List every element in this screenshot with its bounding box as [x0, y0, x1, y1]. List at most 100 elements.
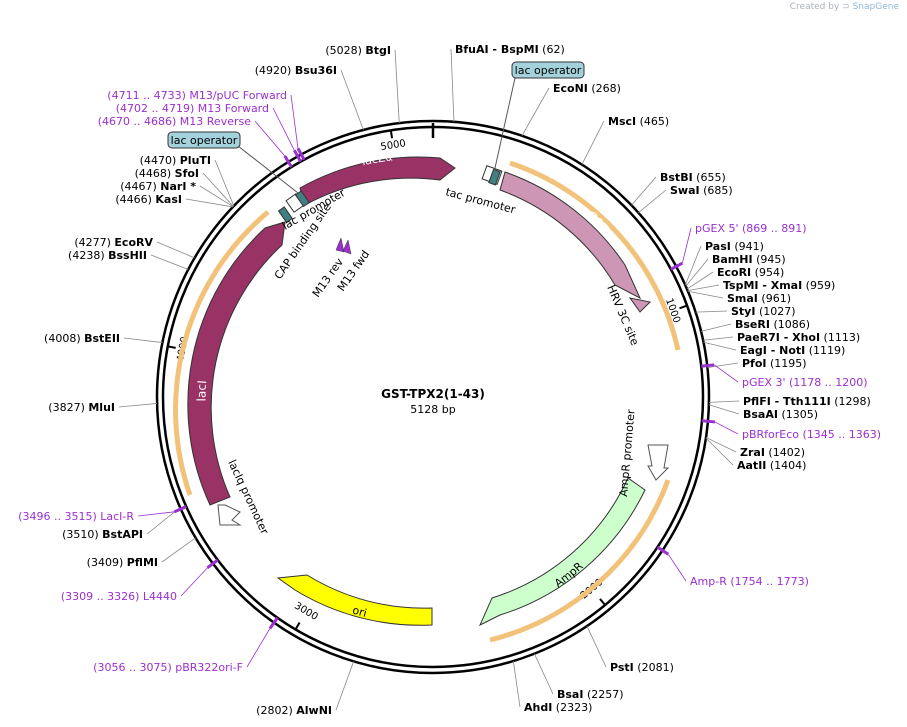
site-label-msci: MscI (465): [608, 115, 669, 128]
feature-laciq-promoter: [217, 504, 242, 526]
tick-mark: [167, 345, 176, 349]
tick-mark: [294, 621, 301, 630]
site-label-pfoi: PfoI (1195): [742, 357, 807, 370]
site-leader-line: [161, 537, 196, 563]
site-label-bstbi: BstBI (655): [660, 171, 726, 184]
tick-mark: [679, 304, 688, 310]
feature-cap-site: [277, 206, 293, 224]
primer-mark: [293, 149, 302, 163]
lac-operator-box-left-label: lac operator: [171, 134, 238, 147]
site-label-alwni: (2802) AlwNI: [256, 704, 332, 717]
site-label-ahdi: AhdI (2323): [524, 701, 592, 714]
primer-mark: [670, 261, 684, 271]
site-label-bsaai: BsaAI (1305): [743, 408, 818, 421]
primer-leader-line: [714, 421, 739, 435]
site-leader-line: [687, 290, 724, 299]
site-label-econi: EcoNI (268): [553, 82, 621, 95]
site-leader-line: [512, 660, 521, 708]
site-leader-line: [450, 48, 455, 122]
lac-operator-box-top: lac operator: [511, 61, 585, 79]
site-leader-line: [631, 176, 657, 206]
primer-label: (4670 .. 4686) M13 Reverse: [98, 115, 251, 128]
site-leader-line: [695, 310, 728, 313]
primer-mark: [701, 419, 716, 424]
site-label-kasi: (4466) KasI: [115, 193, 182, 206]
site-leader-line: [705, 437, 734, 466]
site-label-paer7i: PaeR7I - XhoI (1113): [737, 331, 860, 344]
site-leader-line: [707, 362, 739, 369]
primer-mark: [701, 363, 715, 368]
primer-label: (4711 .. 4733) M13/pUC Forward: [107, 89, 287, 102]
feature-ori-arrow: [276, 574, 433, 626]
site-label-ecori: EcoRI (954): [717, 266, 784, 279]
feature-laci-arrow: [187, 221, 286, 506]
feature-ampr-arrow: [478, 477, 646, 627]
site-leader-line: [700, 323, 732, 332]
site-label-sfoi: (4468) SfoI: [135, 167, 199, 180]
primer-mark: [268, 616, 279, 630]
primer-label: pGEX 5' (869 .. 891): [695, 222, 807, 235]
feature-lacz-arrow: [299, 156, 456, 206]
site-label-styi: StyI (1027): [731, 305, 796, 318]
plasmid-name: GST-TPX2(1-43): [381, 387, 485, 401]
site-label-pflmi: (3409) PflMI: [87, 556, 158, 569]
site-label-aatii: AatII (1404): [737, 459, 806, 472]
tick-mark: [599, 598, 606, 606]
tick-label: 3000: [292, 601, 320, 623]
site-label-psti: PstI (2081): [610, 661, 674, 674]
feature-m13-rev-arrow: [335, 237, 345, 253]
feature-ampr-promoter: [647, 444, 670, 481]
site-label-swai: SwaI (685): [670, 184, 733, 197]
primer-leader-line: [180, 567, 208, 597]
lac-operator-top-line: [494, 77, 516, 169]
lac-operator-box-top-label: lac operator: [515, 64, 582, 77]
site-leader-line: [703, 341, 737, 351]
site-label-pluti: (4470) PluTI: [140, 154, 211, 167]
primer-leader-line: [290, 94, 299, 149]
site-leader-line: [202, 172, 234, 207]
site-leader-line: [684, 245, 702, 286]
primer-label: pBRforEco (1345 .. 1363): [742, 428, 881, 441]
site-leader-line: [123, 337, 163, 343]
site-leader-line: [638, 189, 667, 213]
site-label-bseri: BseRI (1086): [735, 318, 810, 331]
credit-brand: SnapGene: [852, 2, 899, 12]
site-leader-line: [703, 336, 734, 341]
site-label-group: BfuAI - BspMI (62)EcoNI (268)MscI (465)B…: [18, 43, 881, 717]
primer-leader-line: [681, 227, 692, 264]
site-label-btgi: (5028) BtgI: [325, 44, 391, 57]
primer-mark: [296, 147, 306, 161]
primer-label: (3496 .. 3515) LacI-R: [18, 510, 134, 523]
primer-label: (4702 .. 4719) M13 Forward: [116, 102, 269, 115]
lac-operator-left-line: [237, 145, 299, 194]
site-leader-line: [118, 403, 158, 408]
primer-leader-line: [246, 628, 271, 668]
site-label-bsai: BsaI (2257): [557, 688, 624, 701]
site-label-bamhi: BamHI (945): [712, 253, 786, 266]
orf-band-ampr: [489, 479, 671, 643]
site-label-ecorv: (4277) EcoRV: [74, 236, 153, 249]
feature-lac-operator: [294, 190, 310, 208]
primer-label: (3309 .. 3326) L4440: [61, 590, 177, 603]
site-label-pasi: PasI (941): [705, 240, 764, 253]
site-leader-line: [199, 185, 234, 208]
site-leader-line: [335, 661, 355, 711]
site-label-bsteii: (4008) BstEII: [44, 332, 120, 345]
backbone-outer: [155, 119, 711, 675]
lac-operator-box-left: lac operator: [167, 131, 241, 149]
site-leader-line: [708, 404, 740, 415]
primer-mark: [173, 505, 187, 514]
site-leader-line: [394, 49, 400, 124]
primer-mark: [656, 545, 670, 556]
site-label-pflfi: PflFI - Tth111I (1298): [743, 395, 871, 408]
site-label-bstapi: (3510) BstAPI: [62, 528, 143, 541]
feature-m13-fwd-arrow: [342, 239, 352, 255]
credit-prefix: Created by: [789, 2, 840, 12]
site-leader-line: [708, 400, 740, 403]
site-leader-line: [156, 241, 195, 259]
orf-band-gst: [509, 160, 681, 351]
plasmid-length: 5128 bp: [410, 403, 455, 416]
site-label-bsu36i: (4920) Bsu36I: [255, 64, 337, 77]
site-leader-line: [686, 271, 714, 290]
